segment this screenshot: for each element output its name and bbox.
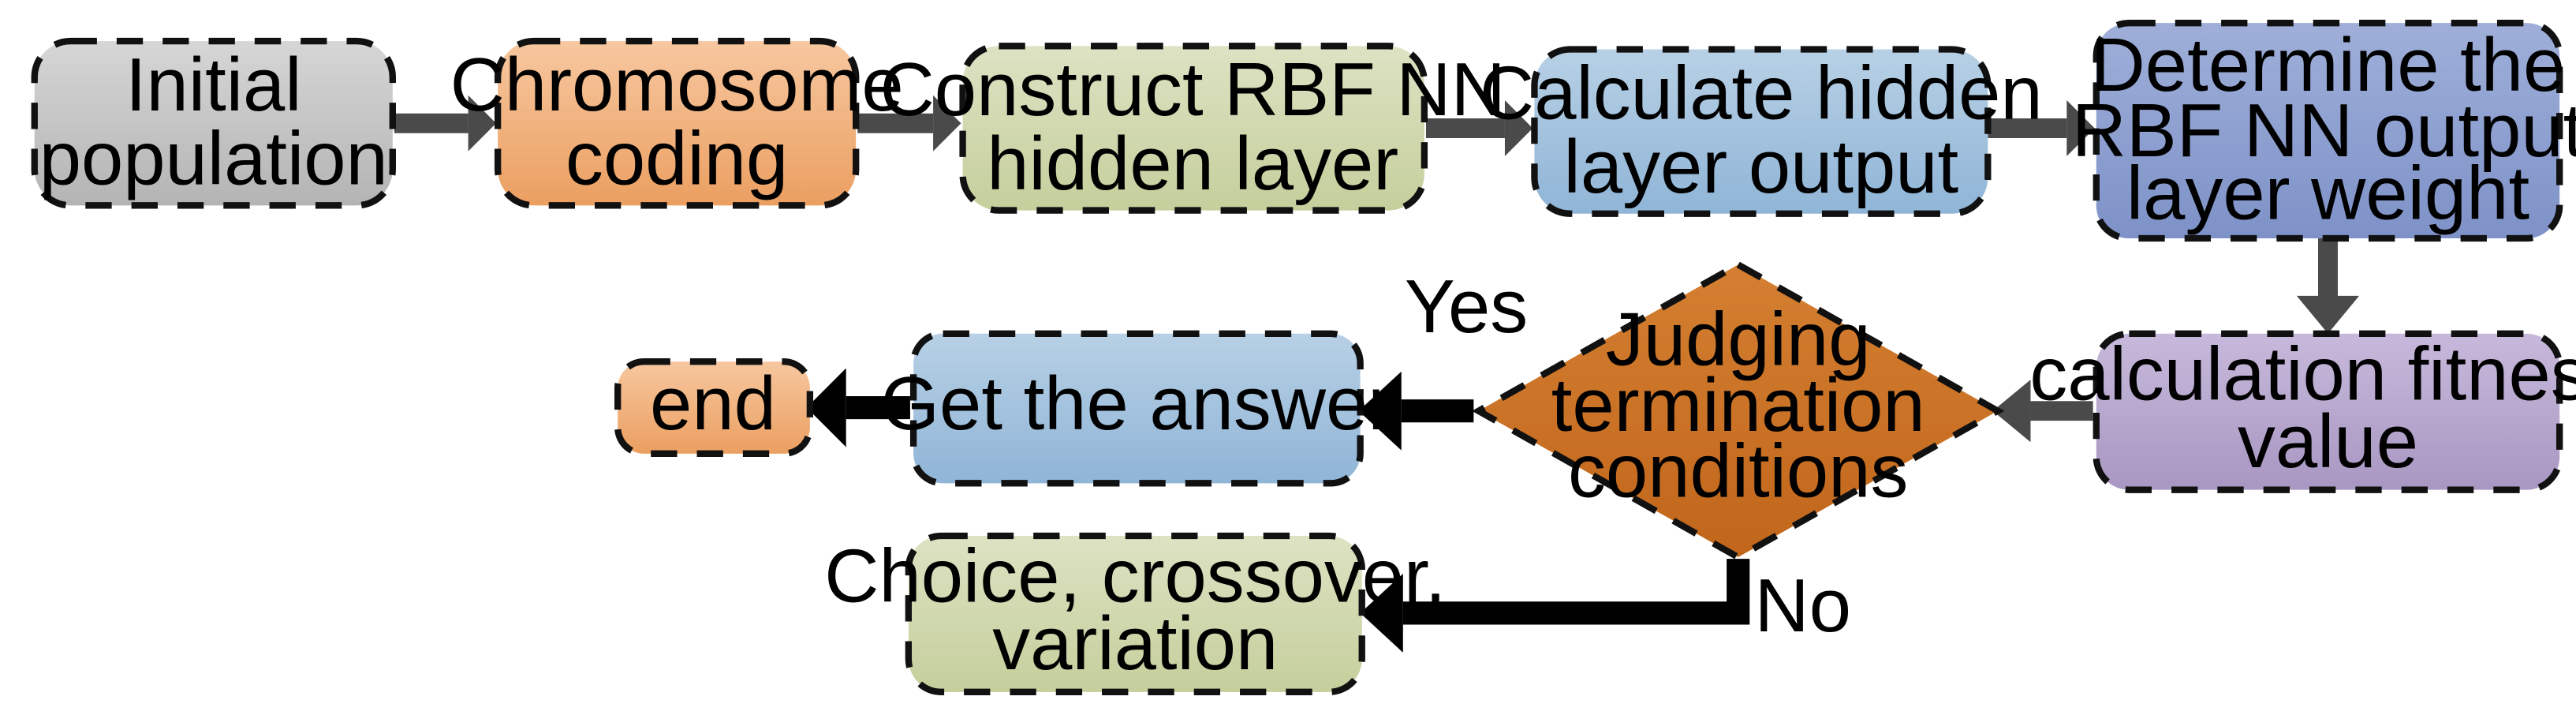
node-initial-population-line-1: population [39,117,388,201]
node-choice-line-0: Choice, crossover, [824,534,1446,619]
node-end-label: end [650,361,776,446]
edge-fitness-to-judging [1992,380,2093,443]
node-calculate-hidden-layer-output[interactable]: Calculate hidden layer output [1480,46,2043,217]
node-construct-rbf-nn-hidden-layer[interactable]: Construct RBF NN hidden layer [880,43,1506,214]
node-judging-line-0: Judging [1606,298,1871,382]
node-calculation-fitness-value[interactable]: calculation fitness value [2029,330,2576,493]
node-chromosome-coding-line-1: coding [566,117,788,201]
edge-judging-to-choice [1360,559,1750,653]
node-determine-line-0: Determine the [2091,23,2566,107]
edge-calculate-to-determine [1988,100,2095,156]
node-chromosome-coding-line-0: Chromosome [450,43,904,127]
node-calculate-line-0: Calculate hidden [1480,51,2043,135]
node-determine-line-2: layer weight [2126,151,2529,235]
node-get-answer-line-0: Get the answer [881,361,1394,446]
node-judging-line-1: termination [1551,363,1925,447]
node-initial-population[interactable]: Initial population [31,37,396,209]
edge-label-no: No [1755,563,1851,648]
edge-get-answer-to-end [806,368,910,447]
node-initial-population-line-0: Initial [125,43,302,127]
node-calculate-line-1: layer output [1564,125,1959,209]
node-judging-termination-conditions[interactable]: Judging termination conditions [1472,260,2005,561]
node-choice-line-1: variation [992,601,1278,686]
node-fitness-line-1: value [2238,399,2418,484]
node-fitness-line-0: calculation fitness [2029,331,2576,416]
edge-label-yes: Yes [1405,264,1528,349]
node-construct-line-0: Construct RBF NN [880,47,1506,132]
node-end[interactable]: end [614,358,814,458]
node-determine-line-1: RBF NN output [2072,88,2576,173]
node-judging-line-2: conditions [1568,429,1908,513]
node-choice-crossover-variation[interactable]: Choice, crossover, variation [824,532,1446,696]
node-construct-line-1: hidden layer [987,122,1398,206]
edge-chromosome-to-construct [857,95,961,152]
edge-determine-to-fitness [2296,238,2360,334]
node-determine-rbf-nn-output-layer-weight[interactable]: Determine the RBF NN output layer weight [2072,19,2576,242]
node-get-the-answer[interactable]: Get the answer [881,330,1394,487]
node-chromosome-coding[interactable]: Chromosome coding [450,37,904,209]
edge-judging-to-get-answer [1358,371,1474,451]
edge-initial-to-chromosome [394,95,497,152]
edge-construct-to-calculate [1425,100,1533,156]
